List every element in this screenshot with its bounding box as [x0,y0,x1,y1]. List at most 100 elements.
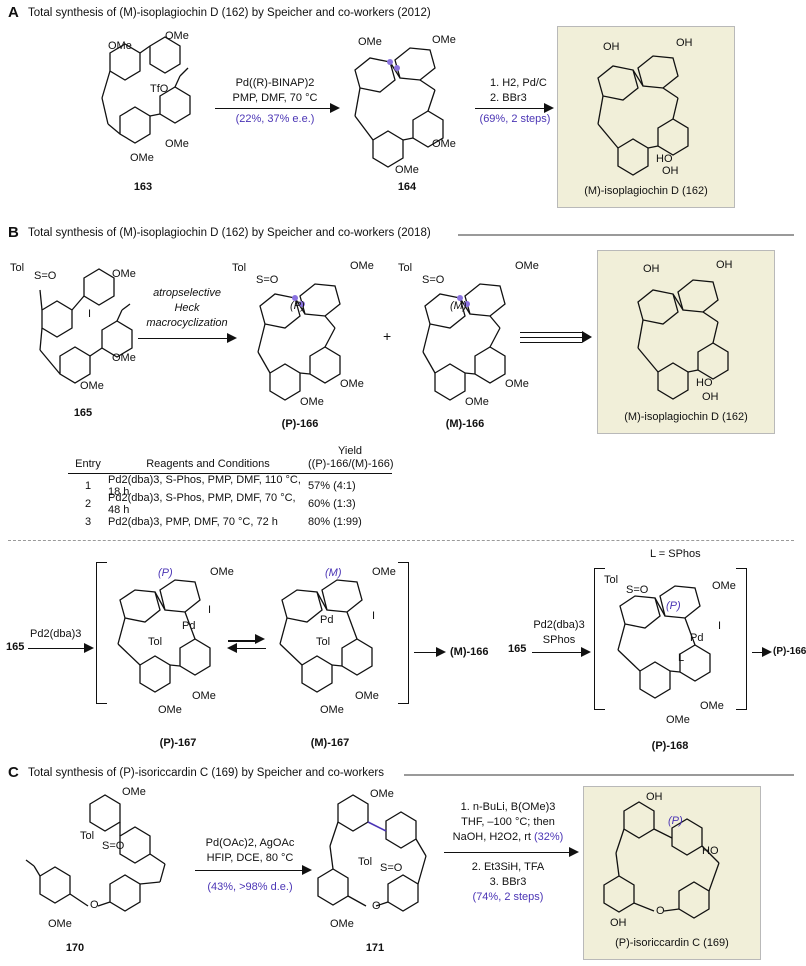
step-c2-line1: 1. n-BuLi, B(OMe)3 [460,801,556,813]
arrow-c1-head [302,865,312,875]
structure-m166 [422,283,506,401]
so-label-m166: S=O [422,274,445,286]
oh-label-169b: OH [610,917,627,929]
ome-label-164c: OMe [432,138,456,150]
pd-label-p167: Pd [182,620,196,632]
th-entry: Entry [75,458,101,470]
arrow-c2 [444,852,572,853]
ome-label-m166b: OMe [505,378,529,390]
multi-arrow-3 [520,342,582,343]
step-a1-conditions: Pd((R)-BINAP)2 PMP, DMF, 70 °C [210,76,340,106]
so-label-165: S=O [34,270,57,282]
ome-label-p167b: OMe [192,690,216,702]
structure-169 [603,801,720,919]
structure-p168 [617,585,711,699]
stereo-169: (P) [668,815,683,827]
arrow-a1-head [330,103,340,113]
ome-label-m166a: OMe [515,260,539,272]
p168-label: (P)-168 [640,740,700,752]
pd-label-m167: Pd [320,614,334,626]
arrow-b [138,338,230,339]
ome-label-p167a: OMe [210,566,234,578]
table-cell-conditions: Pd2(dba)3, S-Phos, PMP, DMF, 110 °C, 18 … [108,474,301,498]
ome-label-p168b: OMe [700,700,724,712]
p168-text: (P)-168 [651,740,689,752]
section-c-title: Total synthesis of (P)-isoriccardin C (1… [28,767,384,779]
ome-label-m167c: OMe [320,704,344,716]
mech-reagent2b: SPhos [542,634,576,646]
arrow-c1 [195,870,305,871]
stereo-p167-text: (P) [158,567,173,579]
mech-arrow-2-head [581,647,591,657]
product-162-label-b: (M)-isoplagiochin D (162) [624,411,748,423]
bracket-right-2 [736,568,747,710]
oh-label-162b-a: OH [643,263,660,275]
table-cell-entry: 3 [84,516,92,528]
pd-label-p168: Pd [690,632,704,644]
compound-170-label: 170 [65,942,85,954]
o-label-171: O [372,900,381,912]
step-c1-line2: HFIP, DCE, 80 °C [206,852,294,864]
mech-arrow-out2-head [762,647,772,657]
th-yield-line2: ((P)-166/(M)-166) [308,458,394,470]
step-c2-line3: NaOH, H2O2, rt [452,831,531,843]
tol-label-p168: Tol [604,574,619,586]
section-b-title: Total synthesis of (M)-isoplagiochin D (… [28,227,431,239]
mech-out1: (M)-166 [450,646,489,658]
step-c2-conditions-bottom: 2. Et3SiH, TFA 3. BBr3 (74%, 2 steps) [438,860,578,905]
ome-label-p166b: OMe [340,378,364,390]
tol-label-171: Tol [358,856,373,868]
eq-arrow-back-head [227,643,237,653]
arrow-b-head [227,333,237,343]
ome-label-163b: OMe [165,30,189,42]
ome-label-m167b: OMe [355,690,379,702]
step-b-line3: macrocyclization [146,317,228,329]
stereo-p168: (P) [666,600,681,612]
oh-label-169a: OH [646,791,663,803]
step-a1-line2: PMP, DMF, 70 °C [232,92,318,104]
ho-label-162b: HO [696,377,713,389]
so-label-171: S=O [380,862,403,874]
ome-label-163c: OMe [165,138,189,150]
i-label-165: I [88,308,92,320]
ho-label-169: HO [702,845,719,857]
p167-label: (P)-167 [148,737,208,749]
ome-label-165c: OMe [80,380,104,392]
ome-label-171a: OMe [370,788,394,800]
mech-arrow-out1-head [436,647,446,657]
section-b-rule [458,234,794,236]
step-c1-conditions: Pd(OAc)2, AgOAc HFIP, DCE, 80 °C [190,836,310,866]
ome-label-m166c: OMe [465,396,489,408]
structure-165 [39,268,133,384]
tol-label-m166: Tol [398,262,413,274]
oh-label-162b: OH [676,37,693,49]
multi-arrow-1 [520,332,582,333]
product-162-box-b: OH OH HO OH (M)-isoplagiochin D (162) [597,250,775,434]
structure-162-b [637,279,729,400]
ome-label-163a: OMe [108,40,132,52]
section-c-rule [404,774,794,776]
step-c2-conditions-top: 1. n-BuLi, B(OMe)3 THF, –100 °C; then Na… [438,800,578,845]
step-a1-yield: (22%, 37% e.e.) [235,113,315,125]
ome-label-164d: OMe [395,164,419,176]
compound-164-label: 164 [397,181,417,193]
i-label-m167: I [372,610,376,622]
step-c2-line4: 2. Et3SiH, TFA [471,861,545,873]
mech-arrow-out2 [752,652,764,653]
section-b-letter: B [8,224,19,241]
ome-label-p166c: OMe [300,396,324,408]
section-a-letter: A [8,4,19,21]
structure-p166 [257,283,341,401]
ome-label-p167c: OMe [158,704,182,716]
step-a2-conditions: 1. H2, Pd/C 2. BBr3 [470,76,590,106]
so-label-170: S=O [102,840,125,852]
step-c2-line2: THF, –100 °C; then [461,816,555,828]
o-label-170: O [90,899,99,911]
mech-start2-label: 165 [508,643,527,655]
ome-label-171b: OMe [330,918,354,930]
step-b-line2: Heck [174,302,200,314]
compound-165-label: 165 [73,407,93,419]
l-equals-sphos: L = SPhos [650,548,701,560]
